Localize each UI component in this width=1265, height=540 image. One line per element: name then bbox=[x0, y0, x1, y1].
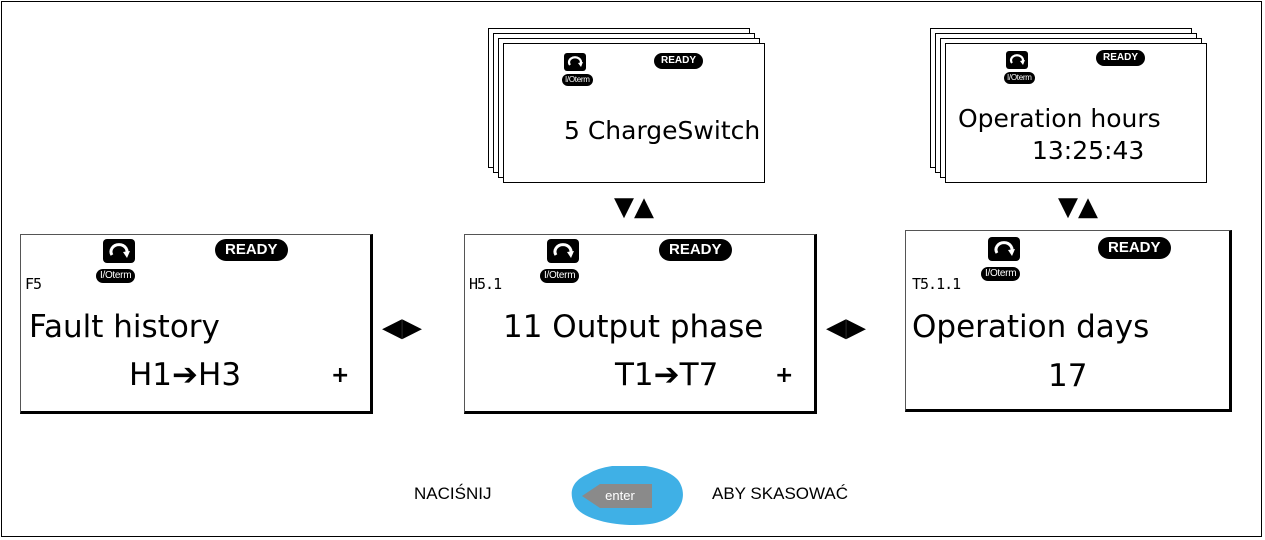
enter-key-label: enter bbox=[605, 488, 635, 503]
parameter-name: 5 ChargeSwitch bbox=[564, 116, 761, 145]
parameter-name: Operation hours bbox=[958, 104, 1161, 133]
rotation-icon bbox=[103, 239, 135, 263]
parameter-name: 11 Output phase bbox=[503, 309, 764, 345]
io-term-badge: I/Oterm bbox=[96, 269, 136, 283]
io-term-badge: I/Oterm bbox=[1004, 72, 1035, 84]
menu-location-code: T5.1.1 bbox=[912, 275, 961, 293]
rotation-icon bbox=[1006, 51, 1028, 69]
ready-status-badge: READY bbox=[659, 239, 732, 261]
more-indicator-icon: + bbox=[775, 363, 794, 388]
io-term-badge: I/Oterm bbox=[562, 74, 593, 86]
parameter-value: H1➔H3 bbox=[129, 357, 242, 393]
menu-location-code: H5.1 bbox=[469, 275, 502, 293]
reset-caption: ABY SKASOWAĆ bbox=[712, 484, 849, 503]
ready-status-badge: READY bbox=[1096, 50, 1146, 66]
ready-status-badge: READY bbox=[215, 239, 288, 261]
ready-status-badge: READY bbox=[654, 53, 704, 69]
parameter-value: 17 bbox=[1048, 358, 1088, 394]
operation-hours-panel: I/Oterm READY Operation hours 13:25:43 bbox=[945, 43, 1207, 183]
charge-switch-panel: I/Oterm READY 5 ChargeSwitch bbox=[503, 43, 765, 183]
operation-hours-stack: I/Oterm READY Operation hours 13:25:43 bbox=[930, 28, 1210, 188]
io-term-badge: I/Oterm bbox=[540, 269, 580, 283]
operation-days-panel: I/Oterm READY T5.1.1 Operation days 17 bbox=[905, 230, 1232, 412]
parameter-value: 13:25:43 bbox=[1032, 136, 1145, 165]
parameter-value: T1➔T7 bbox=[615, 357, 719, 393]
menu-location-code: F5 bbox=[25, 275, 42, 293]
rotation-icon bbox=[564, 53, 586, 71]
parameter-name: Operation days bbox=[912, 309, 1150, 345]
io-term-badge: I/Oterm bbox=[981, 267, 1021, 281]
rotation-icon bbox=[988, 237, 1020, 261]
down-up-arrows-icon: ▼▲ bbox=[1058, 192, 1098, 222]
enter-key-icon: enter bbox=[571, 464, 683, 526]
ready-status-badge: READY bbox=[1098, 237, 1171, 259]
output-phase-panel: I/Oterm READY H5.1 11 Output phase T1➔T7… bbox=[464, 234, 817, 414]
rotation-icon bbox=[547, 239, 579, 263]
charge-switch-stack: I/Oterm READY 5 ChargeSwitch bbox=[488, 28, 768, 188]
fault-history-panel: I/Oterm READY F5 Fault history H1➔H3 + bbox=[20, 234, 373, 414]
left-right-arrows-icon: ◀▶ bbox=[826, 313, 866, 343]
parameter-name: Fault history bbox=[29, 309, 220, 345]
down-up-arrows-icon: ▼▲ bbox=[614, 192, 654, 222]
press-caption: NACIŚNIJ bbox=[414, 484, 492, 503]
left-right-arrows-icon: ◀▶ bbox=[382, 313, 422, 343]
more-indicator-icon: + bbox=[331, 363, 350, 388]
enter-key-button[interactable]: enter bbox=[570, 464, 690, 526]
